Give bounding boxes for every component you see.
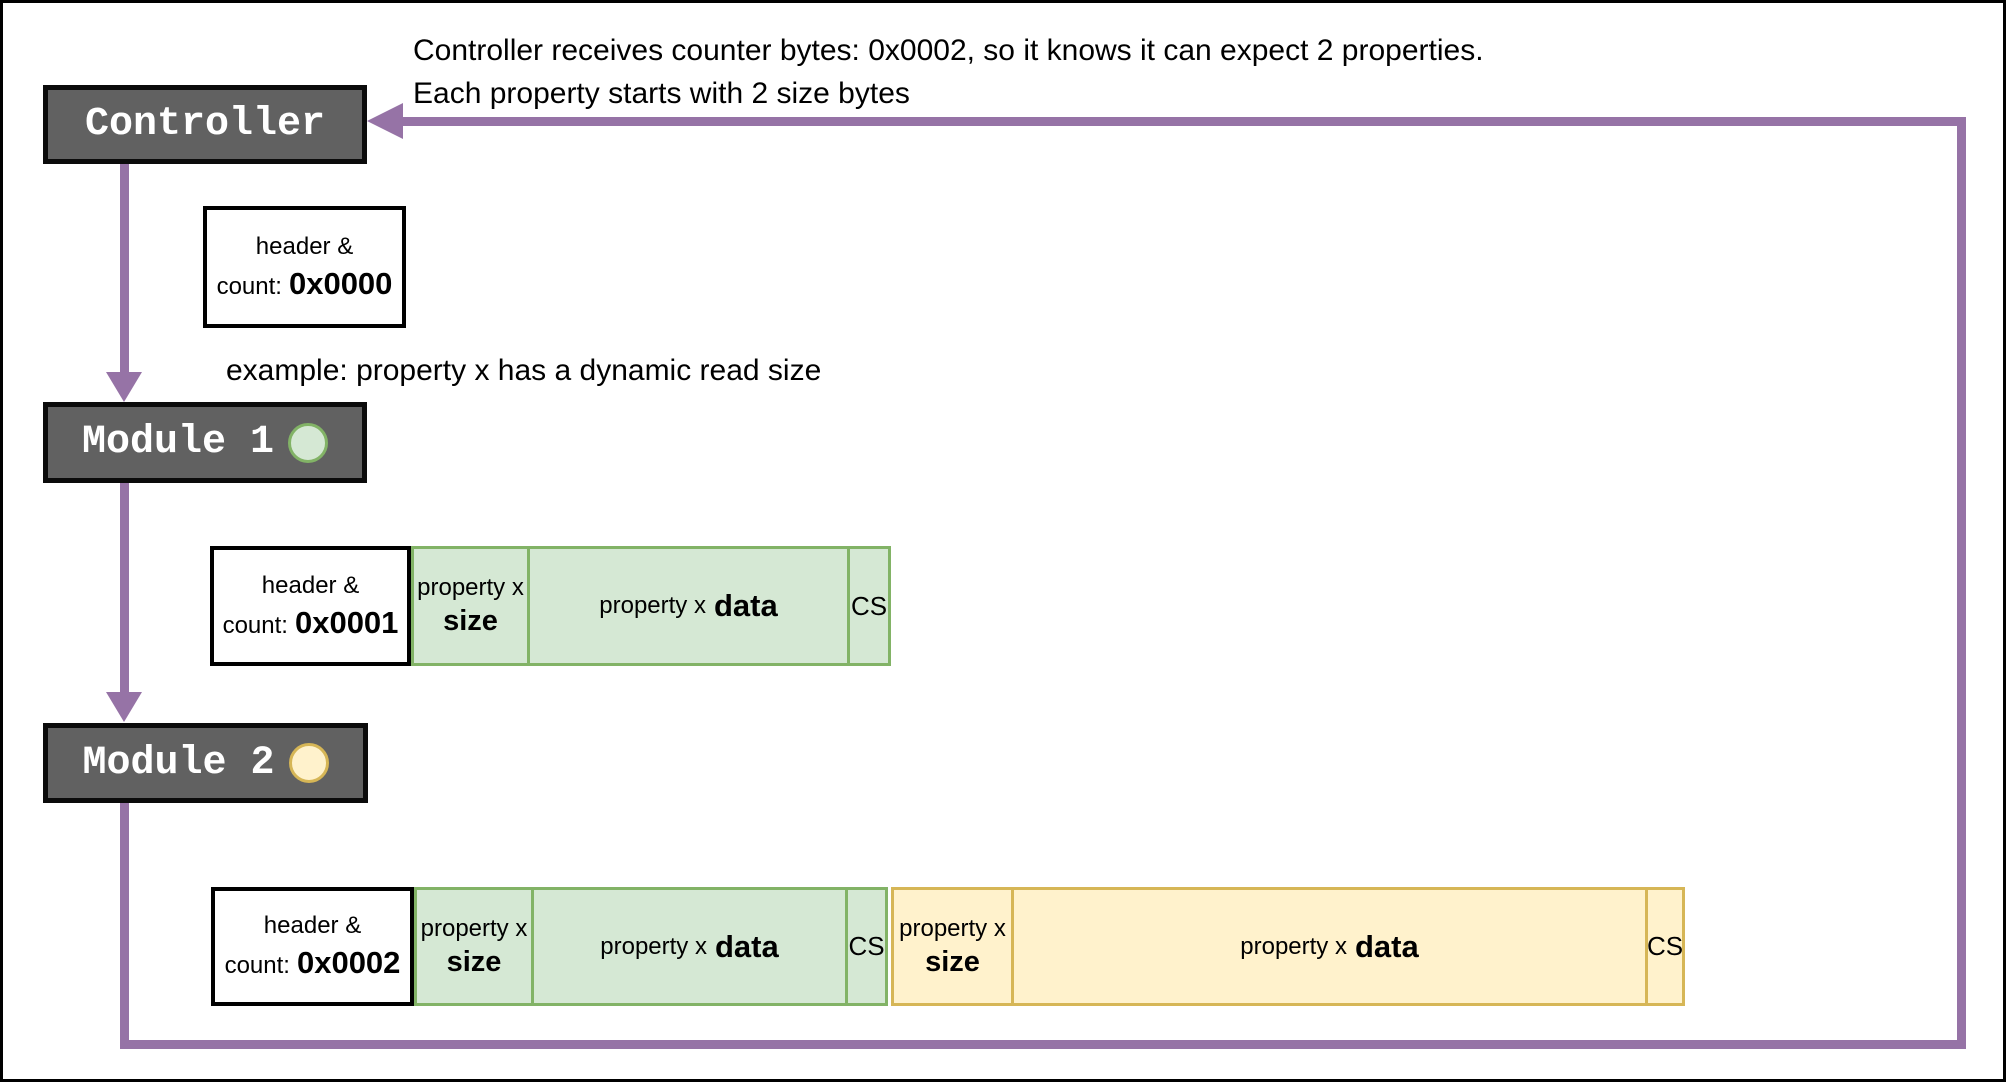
count-value: 0x0000 (288, 265, 393, 301)
example-note: example: property x has a dynamic read s… (226, 354, 822, 387)
segment-data-label: data (714, 928, 779, 964)
green-status-circle-icon (288, 422, 329, 463)
count-value: 0x0002 (296, 945, 401, 980)
module2-yellow-segment-checksum: CS (1645, 887, 1685, 1006)
checksum-label: CS (850, 590, 888, 621)
arrow-module1-to-module2 (120, 483, 129, 694)
module2-green-segment-data: property x data (531, 887, 848, 1006)
segment-data-label: data (1354, 928, 1419, 964)
packet-header-label: header & (255, 232, 354, 260)
return-arrow-top-segment (399, 117, 1962, 126)
count-label: count: (224, 952, 290, 979)
arrowhead-into-module2-icon (106, 692, 142, 722)
return-arrow-bottom-segment (120, 1040, 1966, 1049)
annotation-line-2: Each property starts with 2 size bytes (413, 77, 910, 110)
checksum-label: CS (1646, 931, 1684, 961)
segment-data-label: data (713, 588, 778, 623)
module1-packet-header-box: header & count:0x0001 (210, 546, 411, 666)
arrow-controller-to-module1 (120, 163, 129, 376)
count-value: 0x0001 (294, 604, 399, 640)
controller-node: Controller (43, 85, 367, 164)
segment-prefix: property x (600, 932, 707, 960)
yellow-status-circle-icon (288, 743, 329, 783)
segment-size-label: size (446, 945, 502, 978)
checksum-label: CS (848, 931, 885, 961)
arrowhead-into-controller-icon (367, 103, 403, 139)
module1-segment-size: property x size (411, 546, 530, 666)
segment-prefix: property x (420, 914, 528, 942)
module1-segment-checksum: CS (847, 546, 891, 666)
module2-packet-header-box: header & count:0x0002 (211, 887, 414, 1006)
module2-yellow-segment-size: property x size (891, 887, 1014, 1006)
controller-packet-box: header & count:0x0000 (203, 206, 406, 328)
arrowhead-into-module1-icon (106, 372, 142, 402)
module1-segment-data: property x data (527, 546, 850, 666)
count-label: count: (222, 611, 288, 639)
module1-node: Module 1 (43, 402, 367, 483)
module2-green-segment-size: property x size (414, 887, 534, 1006)
module1-label: Module 1 (81, 420, 275, 465)
annotation-line-1: Controller receives counter bytes: 0x000… (413, 34, 1484, 67)
return-arrow-right-segment (1957, 117, 1966, 1049)
segment-size-label: size (925, 945, 980, 978)
top-annotation: Controller receives counter bytes: 0x000… (413, 29, 1484, 115)
segment-size-label: size (443, 605, 498, 637)
segment-prefix: property x (1240, 932, 1347, 960)
module2-label: Module 2 (82, 740, 275, 786)
controller-label: Controller (84, 102, 326, 147)
return-arrow-left-segment (120, 802, 129, 1049)
segment-prefix: property x (599, 592, 706, 619)
module2-green-segment-checksum: CS (845, 887, 888, 1006)
module2-yellow-segment-data: property x data (1011, 887, 1648, 1006)
module2-node: Module 2 (43, 723, 368, 803)
segment-prefix: property x (899, 914, 1006, 942)
count-label: count: (216, 272, 282, 300)
packet-header-label: header & (261, 571, 360, 599)
packet-header-label: header & (263, 912, 362, 939)
segment-prefix: property x (417, 574, 524, 601)
